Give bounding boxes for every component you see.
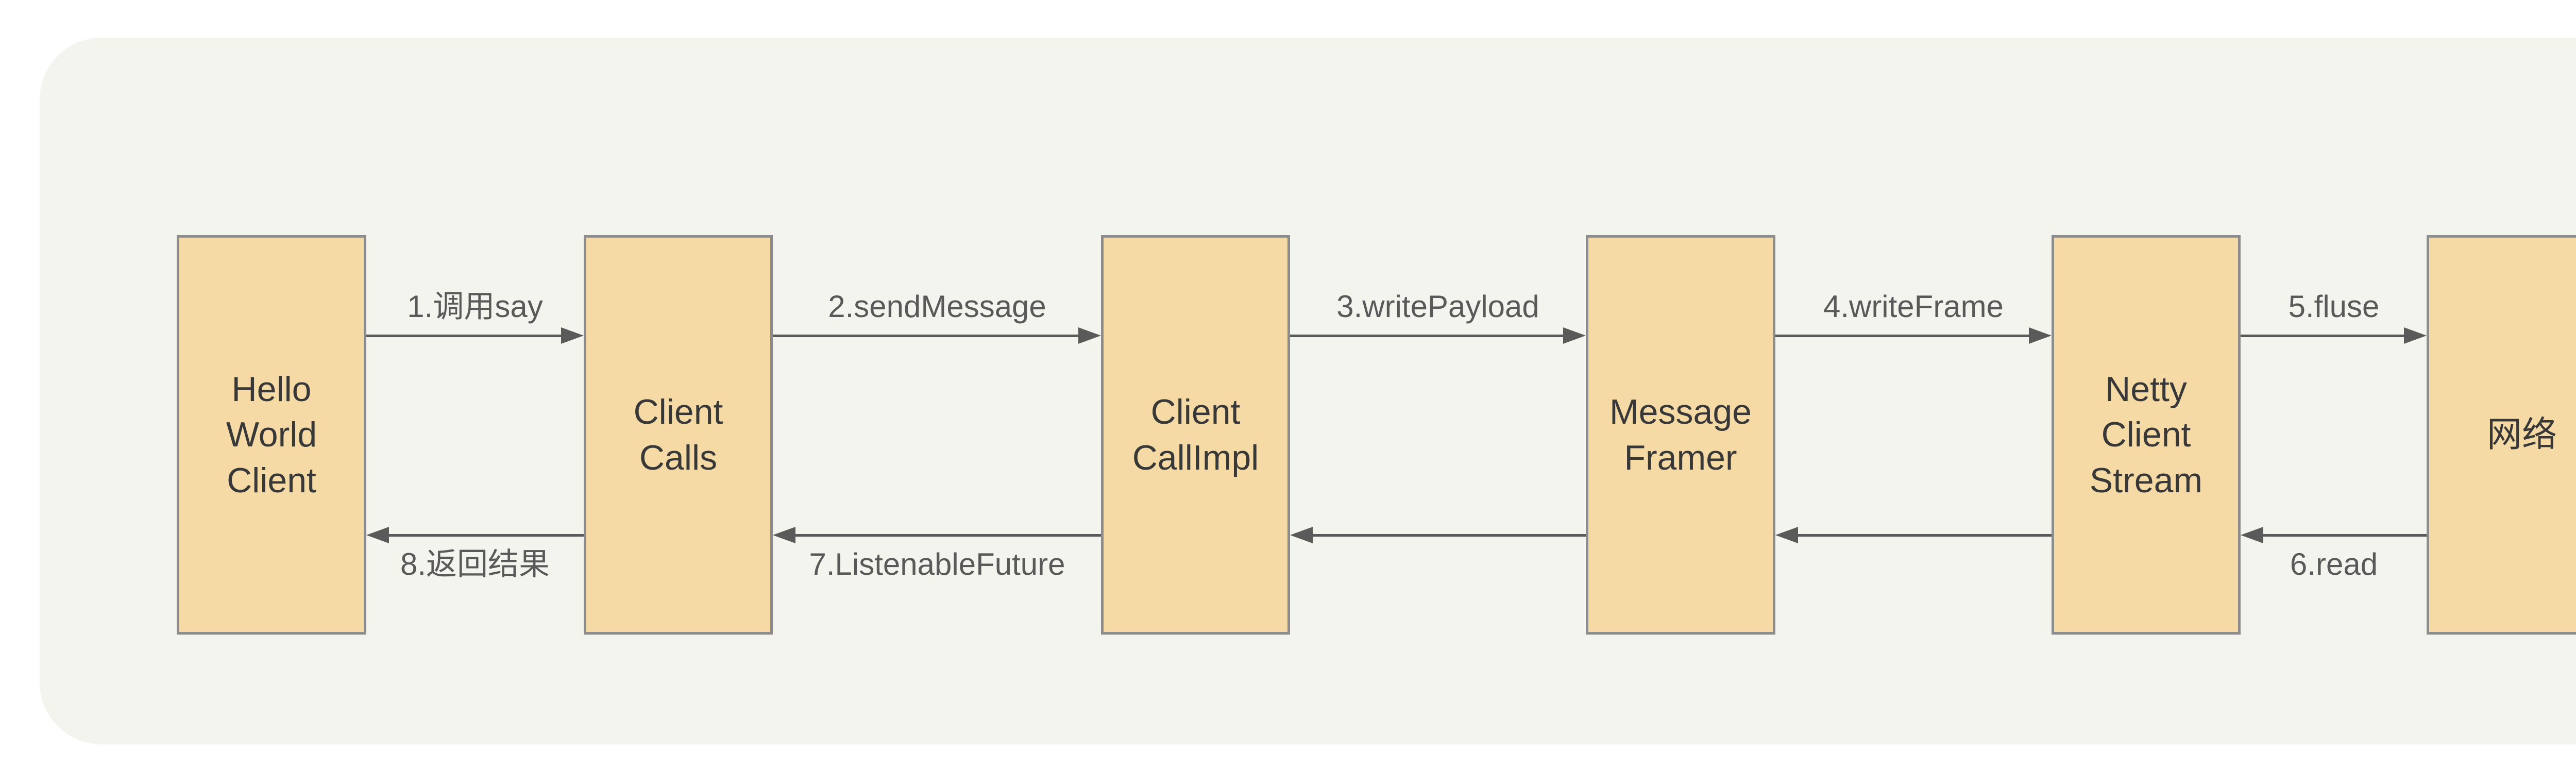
box-netty-client-stream: Netty Client Stream xyxy=(2052,235,2241,635)
diagram-panel: Hello World Client Client Calls Client C… xyxy=(40,38,2576,744)
arrow-forward-write-payload xyxy=(1290,327,1586,344)
arrow-back-framer-to-callimpl xyxy=(1290,526,1586,544)
arrowhead-left-icon xyxy=(1290,527,1313,543)
arrow-label-listenable-future: 7.ListenableFuture xyxy=(809,547,1065,581)
arrow-line xyxy=(2241,334,2404,337)
box-hello-world-client-label: Hello World Client xyxy=(226,369,317,500)
arrow-label-write-frame: 4.writeFrame xyxy=(1823,289,2004,324)
arrowhead-left-icon xyxy=(2241,527,2263,543)
arrow-line xyxy=(1798,534,2052,537)
arrow-line xyxy=(366,334,561,337)
box-message-framer: Message Framer xyxy=(1586,235,1775,635)
arrowhead-right-icon xyxy=(2029,327,2052,344)
arrow-back-netty-to-framer xyxy=(1775,526,2052,544)
box-hello-world-client: Hello World Client xyxy=(177,235,366,635)
arrow-label-call-say: 1.调用say xyxy=(407,289,543,324)
arrow-line xyxy=(1313,534,1586,537)
arrow-label-fluse: 5.fluse xyxy=(2288,289,2380,324)
arrow-forward-call-say xyxy=(366,327,584,344)
arrowhead-left-icon xyxy=(366,527,389,543)
arrowhead-left-icon xyxy=(773,527,795,543)
arrow-line xyxy=(389,534,584,537)
arrow-forward-send-message xyxy=(773,327,1101,344)
arrow-label-read: 6.read xyxy=(2290,547,2378,581)
box-network: 网络 xyxy=(2427,235,2576,635)
arrow-label-write-payload: 3.writePayload xyxy=(1336,289,1539,324)
box-client-call-impl-label: Client CallImpl xyxy=(1132,392,1259,477)
arrowhead-right-icon xyxy=(561,327,584,344)
arrow-back-read xyxy=(2241,526,2427,544)
box-network-label: 网络 xyxy=(2486,415,2557,455)
box-client-calls: Client Calls xyxy=(584,235,773,635)
arrow-line xyxy=(1775,334,2029,337)
arrow-line xyxy=(2263,534,2427,537)
arrow-line xyxy=(1290,334,1563,337)
arrow-forward-write-frame xyxy=(1775,327,2052,344)
box-netty-client-stream-label: Netty Client Stream xyxy=(2089,369,2203,500)
arrowhead-right-icon xyxy=(1563,327,1586,344)
arrow-back-listenable-future xyxy=(773,526,1101,544)
box-message-framer-label: Message Framer xyxy=(1609,392,1752,477)
arrowhead-right-icon xyxy=(2404,327,2427,344)
arrowhead-left-icon xyxy=(1775,527,1798,543)
arrow-label-return-result: 8.返回结果 xyxy=(400,547,550,581)
arrow-line xyxy=(795,534,1101,537)
arrow-line xyxy=(773,334,1078,337)
arrowhead-right-icon xyxy=(1078,327,1101,344)
box-client-calls-label: Client Calls xyxy=(633,392,723,477)
arrow-back-return-result xyxy=(366,526,584,544)
arrow-forward-fluse xyxy=(2241,327,2427,344)
arrow-label-send-message: 2.sendMessage xyxy=(828,289,1046,324)
box-client-call-impl: Client CallImpl xyxy=(1101,235,1290,635)
